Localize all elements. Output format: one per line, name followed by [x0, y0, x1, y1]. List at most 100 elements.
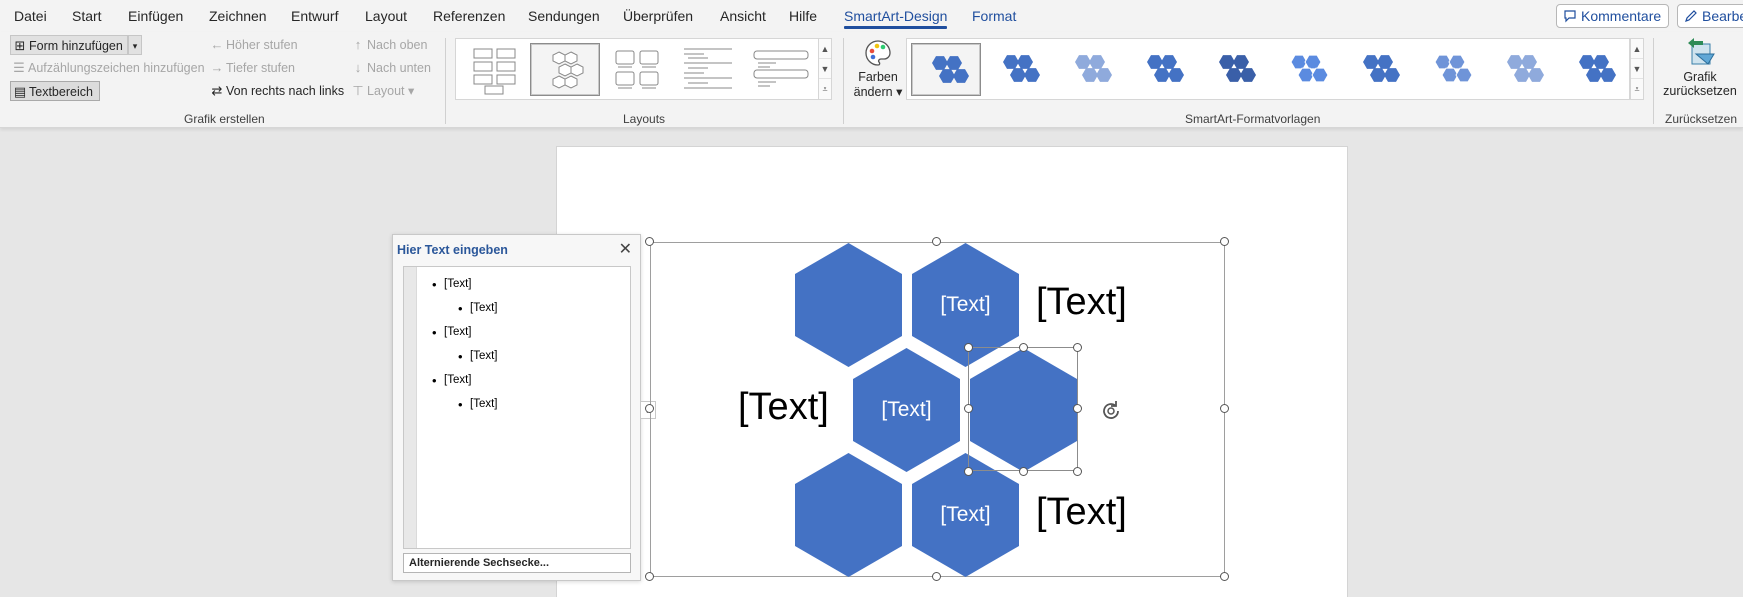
- scroll-up-icon[interactable]: ▲: [819, 39, 831, 59]
- scroll-up-icon[interactable]: ▲: [1631, 39, 1643, 59]
- shape-resize-handle[interactable]: [1073, 404, 1082, 413]
- tab-zeichnen[interactable]: Zeichnen: [209, 8, 267, 24]
- layout-thumb-hexagons-icon: [552, 51, 584, 89]
- tab-layout[interactable]: Layout: [365, 8, 408, 24]
- right-to-left-button[interactable]: ⇄Von rechts nach links: [208, 81, 345, 101]
- group-label-layouts: Layouts: [623, 112, 666, 126]
- tab-ueberpruefen[interactable]: Überprüfen: [623, 8, 694, 24]
- tab-einfuegen[interactable]: Einfügen: [128, 8, 184, 24]
- list-item[interactable]: [Text]: [432, 373, 472, 388]
- promote-button[interactable]: ←Höher stufen: [208, 35, 298, 55]
- layout-name-link[interactable]: Alternierende Sechsecke...: [403, 553, 631, 573]
- style-thumb-7[interactable]: [1343, 43, 1413, 96]
- ribbon-tab-bar: Datei Start Einfügen Zeichnen Entwurf La…: [0, 0, 1743, 32]
- style-thumb-10[interactable]: [1559, 43, 1629, 96]
- close-icon[interactable]: ✕: [618, 241, 632, 258]
- layout-dropdown-button[interactable]: ⊤Layout ▾: [349, 81, 414, 101]
- layout-thumb-3[interactable]: [602, 43, 672, 96]
- tab-datei[interactable]: Datei: [14, 8, 47, 24]
- chevron-down-icon: ▾: [404, 84, 415, 98]
- resize-handle[interactable]: [645, 237, 654, 246]
- tab-referenzen[interactable]: Referenzen: [433, 8, 506, 24]
- style-thumb-8[interactable]: [1415, 43, 1485, 96]
- shape-resize-handle[interactable]: [964, 404, 973, 413]
- outer-text[interactable]: [Text]: [1036, 491, 1127, 533]
- list-item[interactable]: [Text]: [432, 277, 472, 292]
- shape-resize-handle[interactable]: [964, 343, 973, 352]
- list-item[interactable]: [Text]: [458, 397, 498, 412]
- style-thumb-6[interactable]: [1271, 43, 1341, 96]
- smartart-text-pane: Hier Text eingeben ✕ [Text] [Text] [Text…: [392, 234, 641, 581]
- layout-thumb-3-icon: [615, 50, 659, 89]
- hex-cluster-icon: [1363, 55, 1400, 82]
- text-pane-list[interactable]: [Text] [Text] [Text] [Text] [Text] [Text…: [403, 266, 631, 549]
- scroll-down-icon[interactable]: ▼: [1631, 59, 1643, 79]
- change-colors-label-1: Farben: [858, 70, 898, 84]
- add-shape-dropdown[interactable]: ▾: [128, 35, 142, 55]
- demote-button[interactable]: →Tiefer stufen: [208, 58, 296, 78]
- text-pane-label: Textbereich: [29, 85, 93, 99]
- list-item[interactable]: [Text]: [458, 301, 498, 316]
- move-up-button[interactable]: ↑Nach oben: [349, 35, 428, 55]
- resize-handle[interactable]: [932, 237, 941, 246]
- shape-selection-box: [968, 347, 1078, 471]
- resize-handle[interactable]: [1220, 572, 1229, 581]
- style-thumb-1[interactable]: [911, 43, 981, 96]
- gallery-more-icon[interactable]: ⩡: [1634, 84, 1640, 94]
- style-thumb-9[interactable]: [1487, 43, 1557, 96]
- layout-thumb-4[interactable]: [674, 43, 744, 96]
- gallery-more-icon[interactable]: ⩡: [822, 84, 828, 94]
- text-pane-button[interactable]: ▤Textbereich: [10, 81, 100, 101]
- tab-ansicht[interactable]: Ansicht: [720, 8, 766, 24]
- resize-handle[interactable]: [1220, 237, 1229, 246]
- layout-thumb-hexagons[interactable]: [530, 43, 600, 96]
- list-item[interactable]: [Text]: [458, 349, 498, 364]
- resize-handle[interactable]: [645, 572, 654, 581]
- shape-resize-handle[interactable]: [964, 467, 973, 476]
- resize-handle[interactable]: [1220, 404, 1229, 413]
- list-item[interactable]: [Text]: [432, 325, 472, 340]
- layout-thumb-1-icon: [473, 48, 516, 95]
- tab-entwurf[interactable]: Entwurf: [291, 8, 339, 24]
- change-colors-button[interactable]: Farben ändern ▾: [852, 36, 904, 108]
- hexagon-text: [Text]: [940, 503, 991, 526]
- chevron-down-icon: ▾: [892, 85, 903, 99]
- tab-smartart-design[interactable]: SmartArt-Design: [844, 8, 948, 29]
- palette-icon: [865, 40, 891, 66]
- shape-resize-handle[interactable]: [1019, 467, 1028, 476]
- resize-handle[interactable]: [932, 572, 941, 581]
- org-layout-icon: ⊤: [352, 83, 364, 98]
- style-thumb-5[interactable]: [1199, 43, 1269, 96]
- resize-handle[interactable]: [645, 404, 654, 413]
- tab-sendungen[interactable]: Sendungen: [528, 8, 600, 24]
- tab-format[interactable]: Format: [972, 8, 1017, 24]
- hex-cluster-icon: [1003, 55, 1040, 82]
- reset-graphic-button[interactable]: Grafik zurücksetzen: [1660, 36, 1740, 98]
- rotate-handle-icon[interactable]: [1099, 399, 1123, 423]
- edit-mode-button[interactable]: Bearbei: [1677, 4, 1743, 28]
- move-up-label: Nach oben: [367, 38, 428, 52]
- comments-button[interactable]: Kommentare: [1556, 4, 1669, 28]
- style-thumb-4[interactable]: [1127, 43, 1197, 96]
- layout-thumb-5[interactable]: [746, 43, 816, 96]
- hexagon-text: [Text]: [881, 398, 932, 421]
- outer-text[interactable]: [Text]: [1036, 281, 1127, 323]
- shape-resize-handle[interactable]: [1073, 343, 1082, 352]
- add-shape-icon: ⊞: [14, 38, 26, 53]
- move-down-button[interactable]: ↓Nach unten: [349, 58, 431, 78]
- outer-text[interactable]: [Text]: [738, 386, 829, 428]
- style-thumb-3[interactable]: [1055, 43, 1125, 96]
- layouts-gallery: [455, 38, 819, 100]
- style-thumb-2[interactable]: [983, 43, 1053, 96]
- styles-gallery-scroll[interactable]: ▲▼ ⩡: [1630, 38, 1644, 100]
- reset-graphic-icon: [1688, 38, 1715, 65]
- shape-resize-handle[interactable]: [1019, 343, 1028, 352]
- shape-resize-handle[interactable]: [1073, 467, 1082, 476]
- layouts-gallery-scroll[interactable]: ▲▼ ⩡: [818, 38, 832, 100]
- tab-hilfe[interactable]: Hilfe: [789, 8, 818, 24]
- tab-start[interactable]: Start: [72, 8, 102, 24]
- add-bullet-button[interactable]: ☰Aufzählungszeichen hinzufügen: [10, 58, 204, 78]
- add-shape-button[interactable]: ⊞Form hinzufügen: [10, 35, 128, 55]
- scroll-down-icon[interactable]: ▼: [819, 59, 831, 79]
- layout-thumb-1[interactable]: [462, 43, 532, 96]
